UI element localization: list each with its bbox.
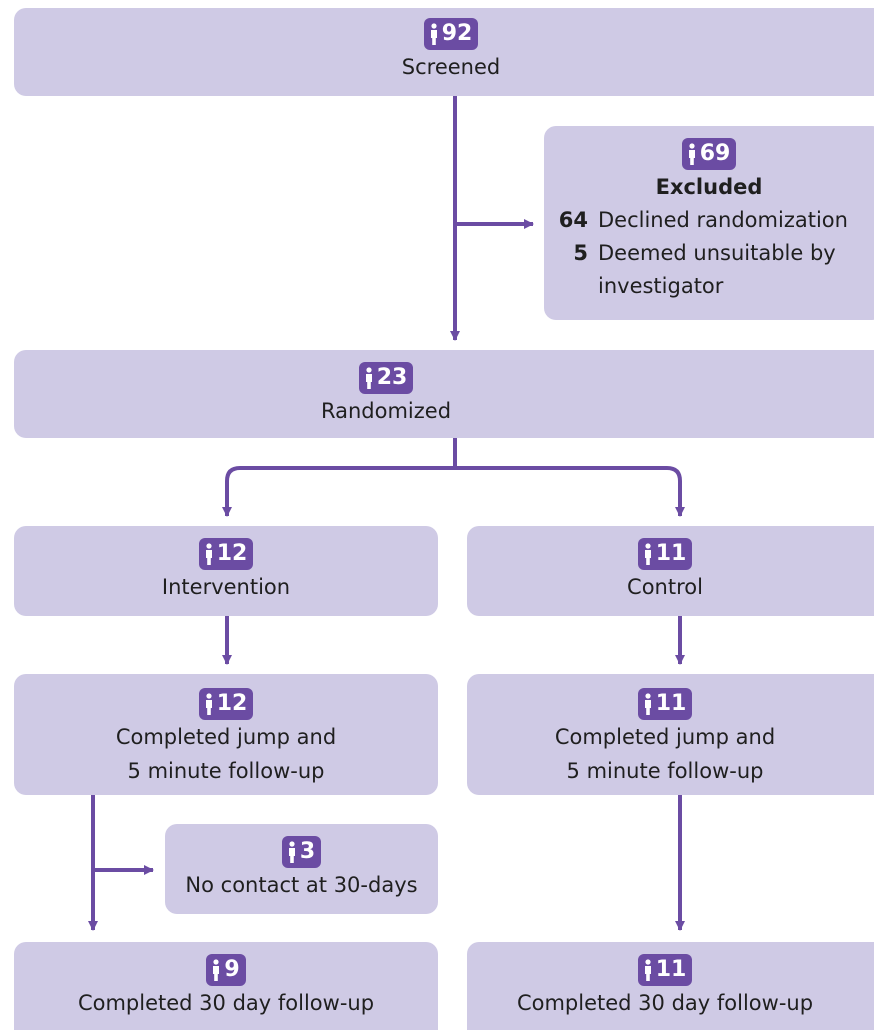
control-completed-jump-label-line1: Completed jump and (554, 725, 776, 749)
intervention-completed-30day-label: Completed 30 day follow-up (77, 991, 375, 1015)
intervention-completed-jump-box: 12 Completed jump and 5 minute follow-up (14, 674, 438, 795)
person-icon (205, 693, 212, 715)
intervention-completed-jump-label-line2: 5 minute follow-up (127, 759, 325, 783)
excluded-box: 69 Excluded 64 Declined randomization 5 … (544, 126, 874, 320)
excluded-reason-count: 64 (558, 208, 588, 232)
excluded-reason-text: Declined randomization (598, 208, 848, 232)
control-label: Control (627, 575, 703, 599)
excluded-count: 69 (699, 141, 731, 166)
control-count-badge: 11 (637, 538, 693, 570)
person-icon (688, 143, 695, 165)
control-completed-30day-label: Completed 30 day follow-up (516, 991, 814, 1015)
person-icon (365, 367, 372, 389)
intervention-lost-count: 3 (299, 839, 316, 864)
arrow-randomized-to-intervention (222, 466, 455, 517)
screened-count-badge: 92 (423, 18, 479, 50)
control-completed-30day-count: 11 (655, 957, 687, 982)
person-icon (644, 959, 651, 981)
randomized-count: 23 (376, 365, 408, 390)
control-completed-jump-box: 11 Completed jump and 5 minute follow-up (467, 674, 874, 795)
intervention-completed-jump-count-badge: 12 (198, 688, 254, 720)
person-icon (205, 543, 212, 565)
intervention-completed-30day-count-badge: 9 (206, 954, 246, 986)
excluded-reason-row: 5 Deemed unsuitable by investigator (550, 237, 874, 303)
screened-count: 92 (441, 21, 473, 46)
screened-box: 92 Screened (14, 8, 874, 96)
randomized-label: Randomized (320, 399, 452, 423)
intervention-label: Intervention (161, 575, 291, 599)
person-icon (430, 23, 437, 45)
intervention-completed-30day-count: 9 (224, 957, 240, 982)
intervention-count-badge: 12 (198, 538, 254, 570)
control-box: 11 Control (467, 526, 874, 616)
person-icon (644, 543, 651, 565)
excluded-reason-count: 5 (573, 241, 588, 265)
person-icon (288, 841, 295, 863)
intervention-count: 12 (216, 541, 248, 566)
intervention-completed-jump-label-line1: Completed jump and (115, 725, 337, 749)
control-completed-jump-label-line2: 5 minute follow-up (566, 759, 764, 783)
intervention-lost-box: 3 No contact at 30-days (165, 824, 438, 914)
person-icon (644, 693, 651, 715)
randomized-count-badge: 23 (358, 362, 414, 394)
screened-label: Screened (401, 55, 501, 79)
excluded-reason-row: 64 Declined randomization (550, 204, 874, 237)
excluded-reasons: 64 Declined randomization 5 Deemed unsui… (544, 204, 874, 303)
intervention-box: 12 Intervention (14, 526, 438, 616)
excluded-count-badge: 69 (681, 138, 737, 170)
control-completed-30day-count-badge: 11 (637, 954, 693, 986)
intervention-completed-jump-count: 12 (216, 691, 248, 716)
control-completed-jump-count: 11 (655, 691, 687, 716)
control-count: 11 (655, 541, 687, 566)
person-icon (213, 959, 220, 981)
control-completed-30day-box: 11 Completed 30 day follow-up (467, 942, 874, 1030)
intervention-lost-count-badge: 3 (281, 836, 322, 868)
excluded-reason-text: Deemed unsuitable by investigator (598, 241, 836, 298)
excluded-label: Excluded (655, 175, 763, 199)
intervention-lost-label: No contact at 30-days (185, 873, 418, 897)
intervention-completed-30day-box: 9 Completed 30 day follow-up (14, 942, 438, 1030)
arrow-randomized-to-control (455, 466, 685, 517)
control-completed-jump-count-badge: 11 (637, 688, 693, 720)
randomized-box: 23 Randomized (14, 350, 874, 438)
